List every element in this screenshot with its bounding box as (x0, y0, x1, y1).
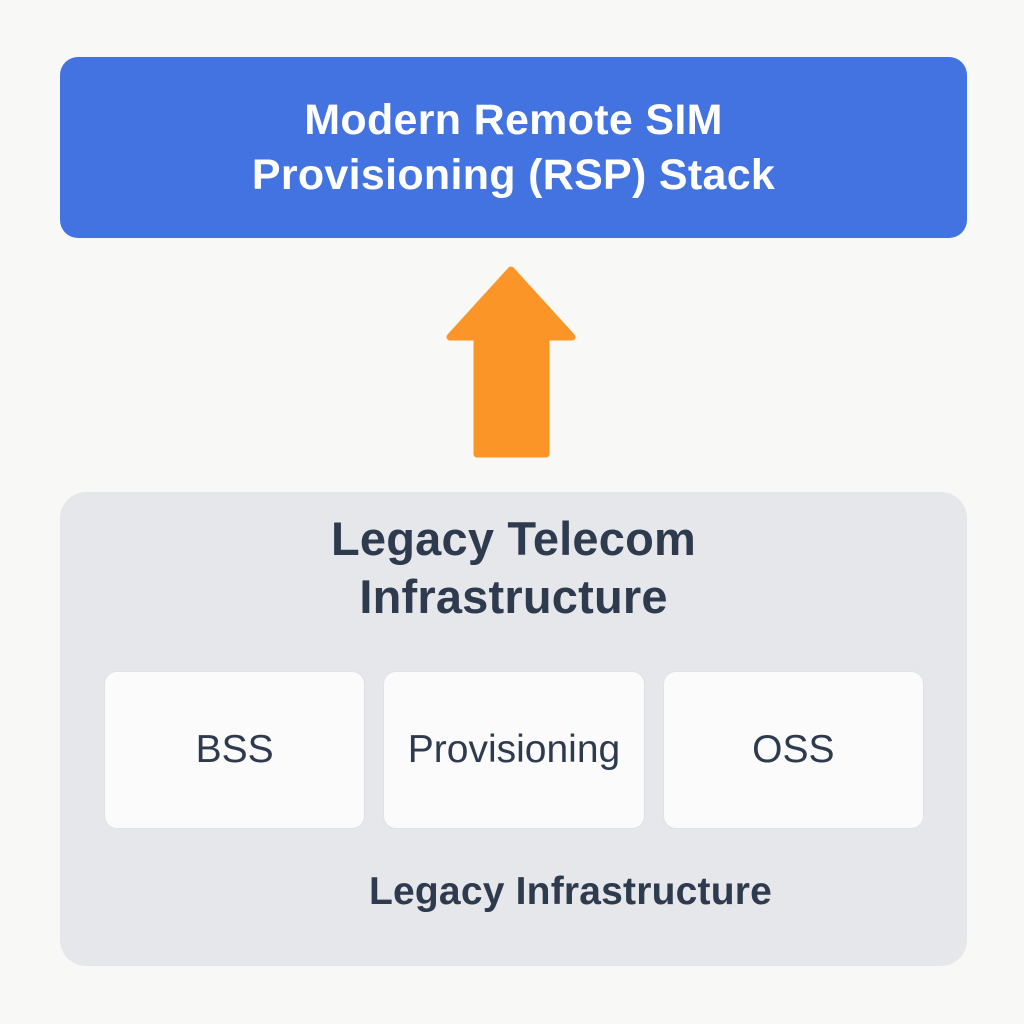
legacy-components-row: BSS Provisioning OSS (105, 672, 923, 828)
component-card-provisioning: Provisioning (384, 672, 644, 828)
up-arrow-icon (446, 266, 576, 458)
modern-rsp-stack-label: Modern Remote SIM Provisioning (RSP) Sta… (251, 95, 776, 199)
component-card-bss: BSS (105, 672, 365, 828)
upgrade-arrow (446, 266, 576, 458)
component-card-oss: OSS (663, 672, 923, 828)
modern-rsp-stack-box: Modern Remote SIM Provisioning (RSP) Sta… (60, 57, 967, 238)
legacy-infrastructure-title: Legacy Telecom Infrastructure (330, 512, 697, 623)
legacy-infrastructure-box: Legacy Telecom Infrastructure BSS Provis… (60, 492, 967, 966)
legacy-infrastructure-caption: Legacy Infrastructure (369, 870, 772, 913)
